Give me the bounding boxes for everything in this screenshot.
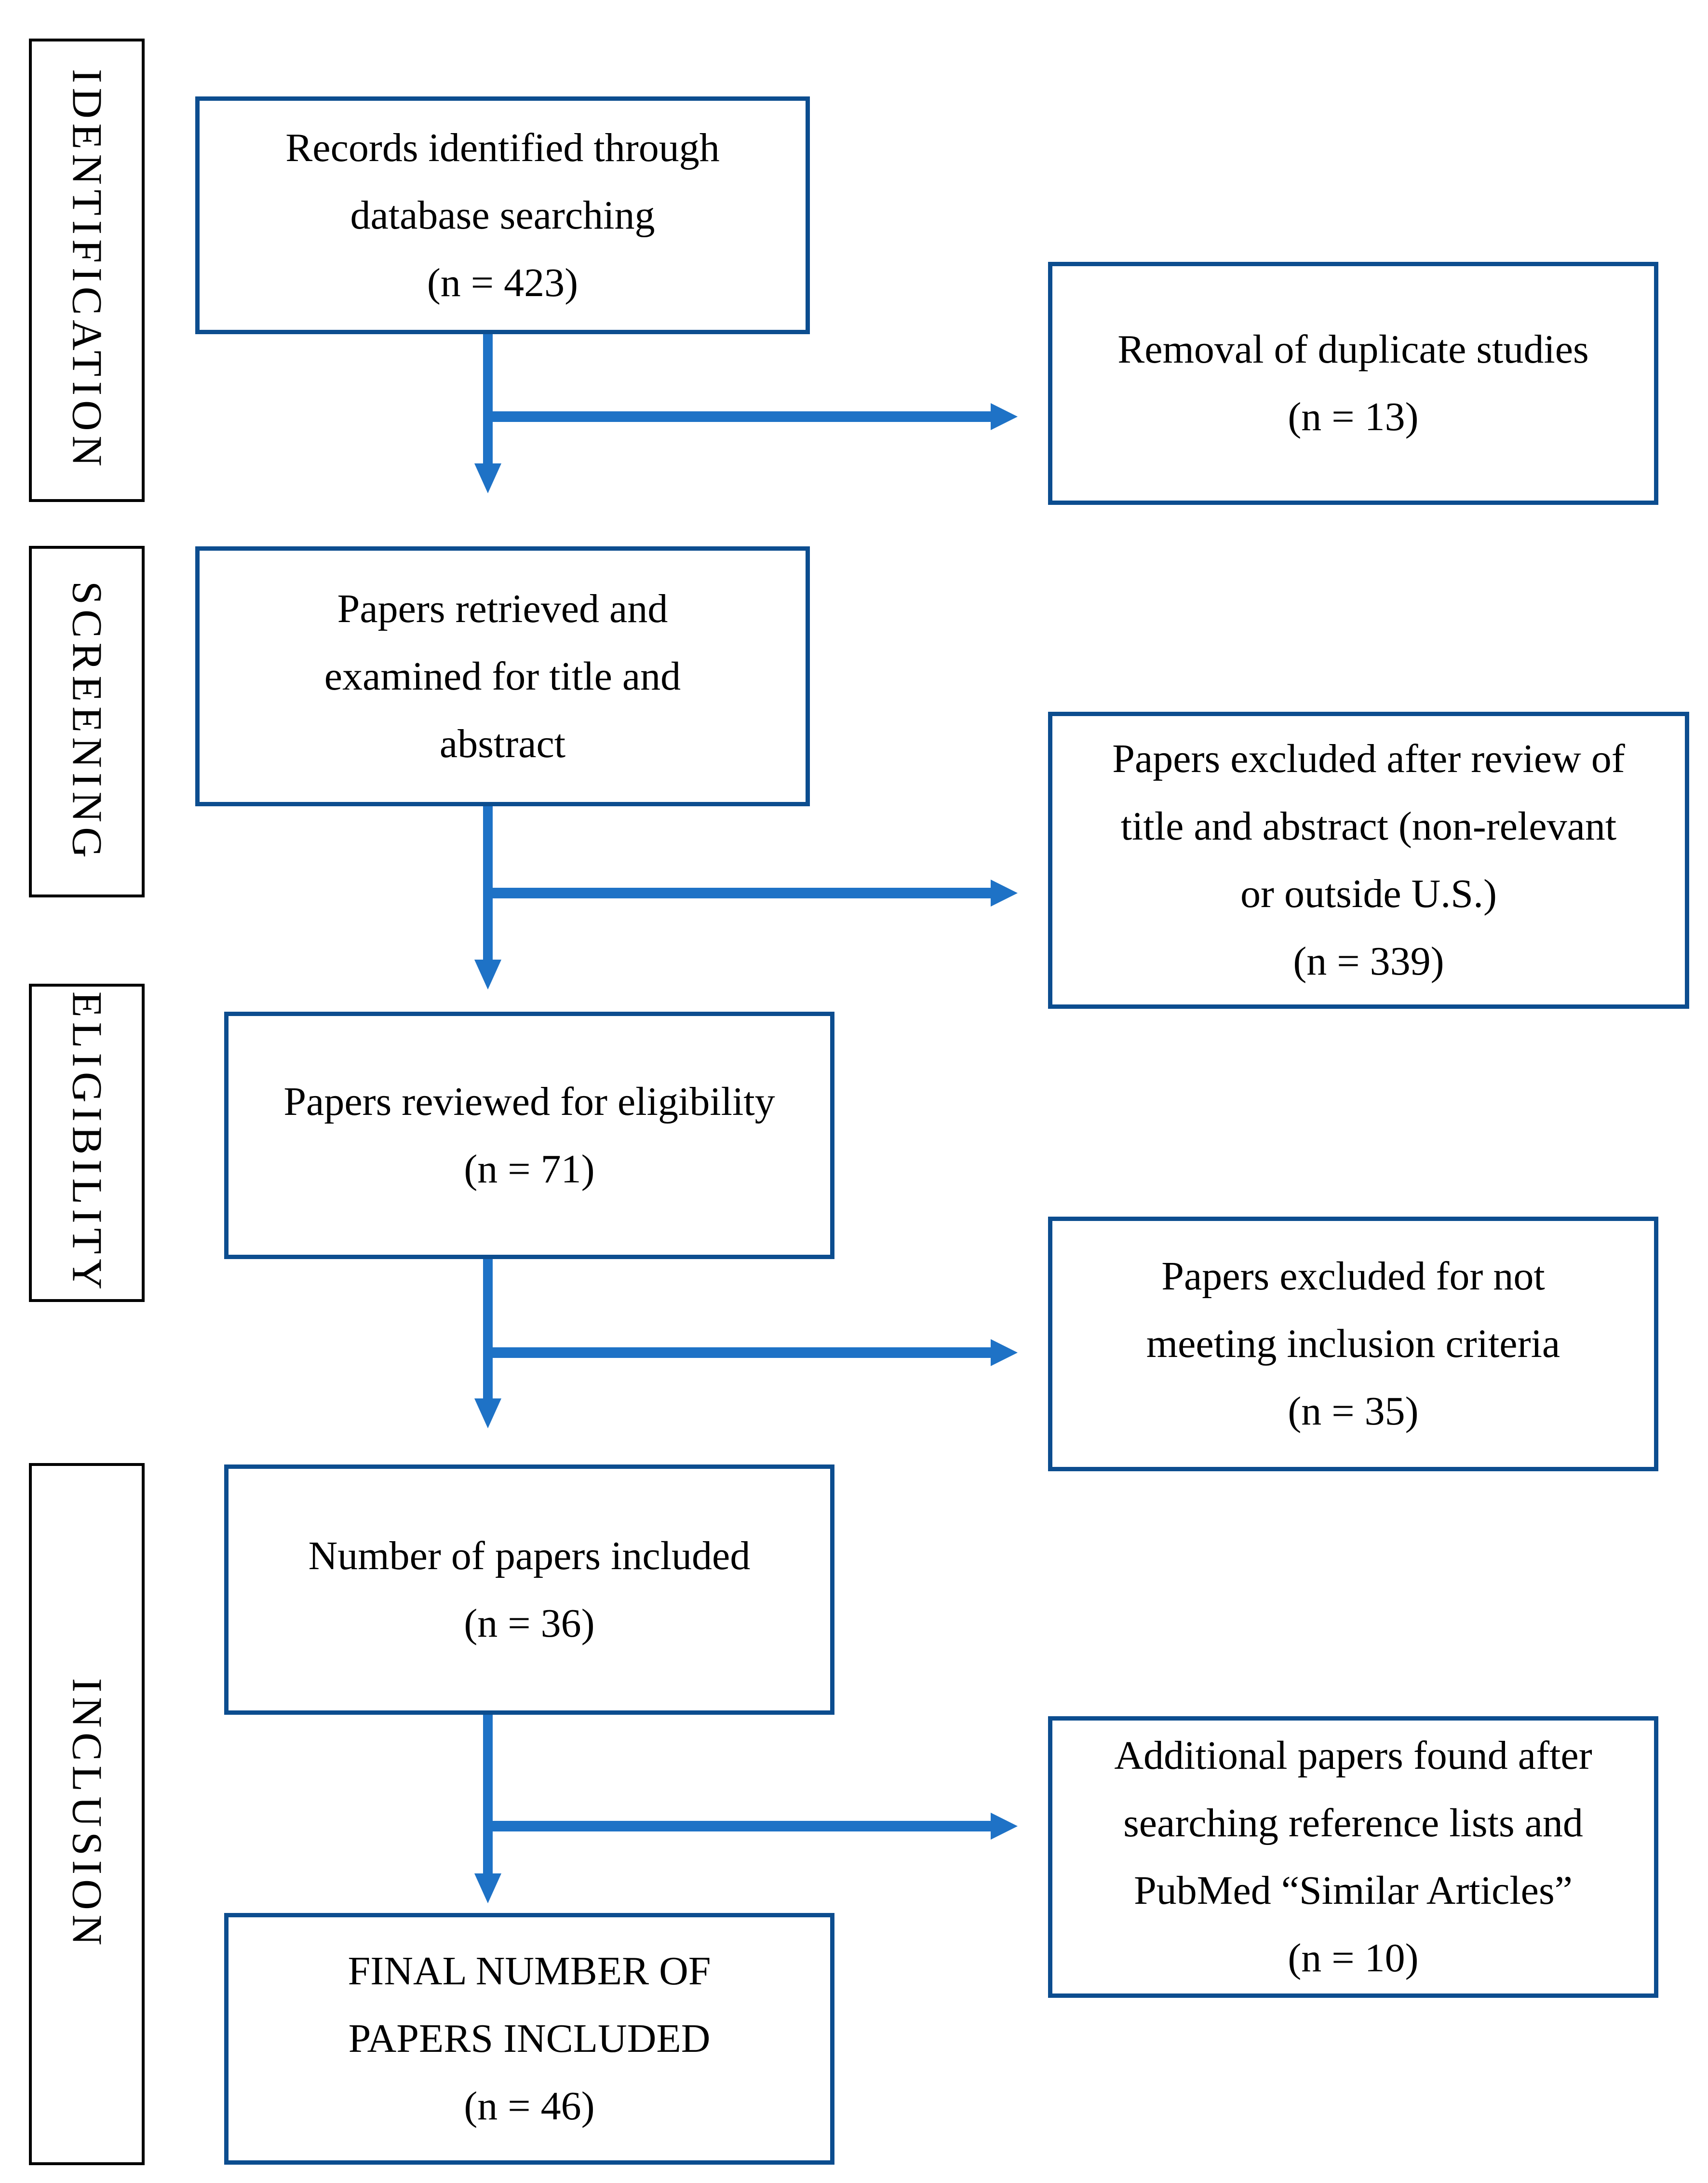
stage-label-eligibility: ELIGIBILITY	[63, 991, 110, 1295]
stage-box-identification: IDENTIFICATION	[29, 39, 145, 502]
box-line: Removal of duplicate studies	[1117, 327, 1589, 372]
box-line: Number of papers included	[308, 1533, 751, 1578]
box-additional-papers: Additional papers found after searching …	[1048, 1716, 1658, 1998]
box-excluded-inclusion-criteria: Papers excluded for not meeting inclusio…	[1048, 1217, 1658, 1471]
box-line: Papers excluded for not	[1161, 1254, 1545, 1299]
branch-line-4	[483, 1821, 991, 1831]
down-arrow-icon-2	[474, 960, 501, 990]
branch-line-3	[483, 1347, 991, 1358]
box-line: PAPERS INCLUDED	[348, 2016, 711, 2061]
down-arrow-icon-4	[474, 1873, 501, 1903]
box-line: database searching	[350, 192, 655, 238]
box-line: FINAL NUMBER OF	[348, 1949, 711, 1993]
box-count: (n = 13)	[1288, 394, 1419, 439]
down-arrow-shaft-1	[483, 334, 493, 463]
box-count: (n = 71)	[464, 1146, 595, 1192]
box-papers-reviewed-eligibility: Papers reviewed for eligibility (n = 71)	[224, 1012, 834, 1259]
box-removal-duplicates: Removal of duplicate studies (n = 13)	[1048, 262, 1658, 505]
box-papers-included: Number of papers included (n = 36)	[224, 1464, 834, 1715]
stage-box-eligibility: ELIGIBILITY	[29, 984, 145, 1302]
box-excluded-title-abstract: Papers excluded after review of title an…	[1048, 712, 1689, 1009]
box-line: or outside U.S.)	[1240, 871, 1497, 916]
box-line: Records identified through	[285, 125, 720, 170]
box-line: meeting inclusion criteria	[1146, 1321, 1560, 1366]
box-line: Papers reviewed for eligibility	[283, 1079, 775, 1124]
down-arrow-shaft-2	[483, 806, 493, 960]
stage-box-screening: SCREENING	[29, 546, 145, 897]
stage-label-identification: IDENTIFICATION	[63, 69, 110, 472]
box-line: Papers retrieved and	[337, 586, 668, 631]
right-arrow-icon-2	[991, 880, 1018, 907]
stage-label-inclusion: INCLUSION	[63, 1678, 110, 1951]
down-arrow-icon-3	[474, 1398, 501, 1428]
box-line: Additional papers found after	[1114, 1733, 1592, 1778]
branch-line-2	[483, 888, 991, 898]
box-line: PubMed “Similar Articles”	[1134, 1868, 1573, 1913]
box-line: searching reference lists and	[1123, 1801, 1583, 1845]
box-records-identified: Records identified through database sear…	[195, 96, 810, 334]
box-line: abstract	[439, 721, 566, 766]
stage-label-screening: SCREENING	[63, 581, 110, 863]
down-arrow-icon-1	[474, 463, 501, 493]
box-count: (n = 36)	[464, 1600, 595, 1646]
box-count: (n = 423)	[427, 260, 578, 305]
branch-line-1	[483, 411, 991, 422]
right-arrow-icon-4	[991, 1813, 1018, 1840]
box-papers-retrieved: Papers retrieved and examined for title …	[195, 546, 810, 806]
stage-box-inclusion: INCLUSION	[29, 1463, 145, 2165]
right-arrow-icon-3	[991, 1339, 1018, 1366]
box-line: Papers excluded after review of	[1112, 736, 1625, 781]
box-line: title and abstract (non-relevant	[1120, 804, 1617, 849]
box-count: (n = 10)	[1288, 1936, 1419, 1980]
box-count: (n = 35)	[1288, 1389, 1419, 1434]
down-arrow-shaft-4	[483, 1715, 493, 1873]
box-line: examined for title and	[324, 653, 681, 699]
down-arrow-shaft-3	[483, 1259, 493, 1398]
box-final-number-included: FINAL NUMBER OF PAPERS INCLUDED (n = 46)	[224, 1913, 834, 2165]
right-arrow-icon-1	[991, 403, 1018, 430]
box-count: (n = 339)	[1293, 939, 1444, 984]
box-count: (n = 46)	[464, 2084, 595, 2129]
